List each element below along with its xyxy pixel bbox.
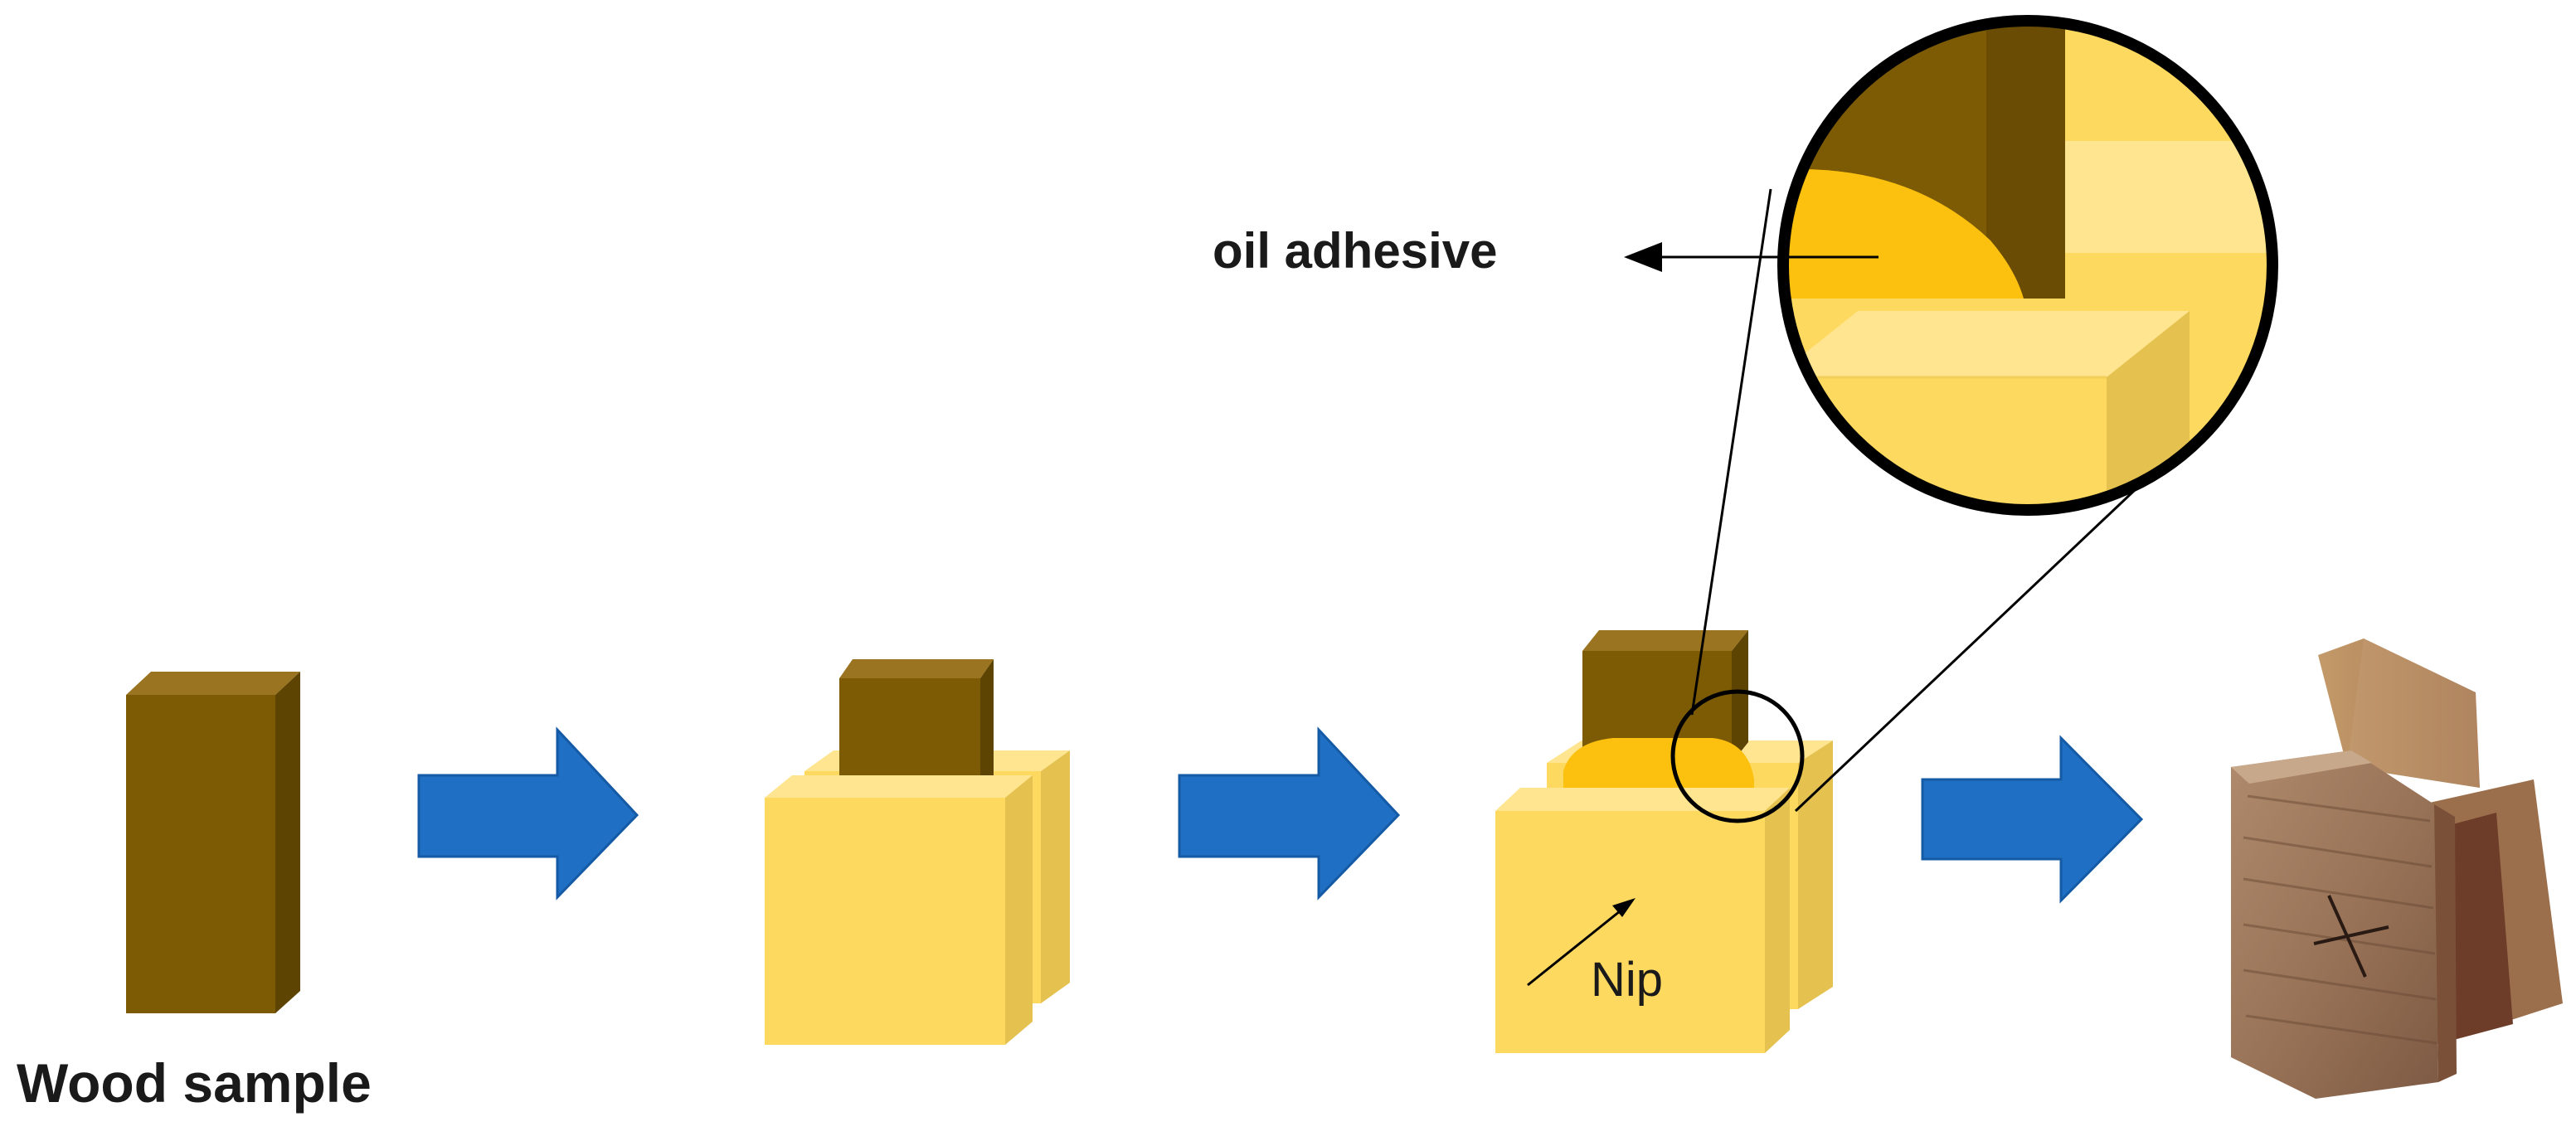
flow-arrow-icon: [1178, 726, 1401, 901]
wood-sample-block: [126, 672, 300, 1013]
wood-sample-label: Wood sample: [17, 1052, 372, 1114]
zoom-detail: [1777, 15, 2278, 516]
flow-arrow-icon: [1921, 735, 2144, 904]
oil-adhesive-label: oil adhesive: [1213, 223, 1498, 279]
magnifier-circle: [1670, 188, 2168, 823]
wood-photo: [2231, 638, 2563, 1099]
joint-with-adhesive: [1495, 630, 1833, 1053]
oil-adhesive-pointer: [1624, 242, 1879, 272]
nip-label: Nip: [1591, 953, 1664, 1007]
flow-arrow-icon: [417, 726, 639, 901]
joint-assembly: [765, 659, 1070, 1045]
